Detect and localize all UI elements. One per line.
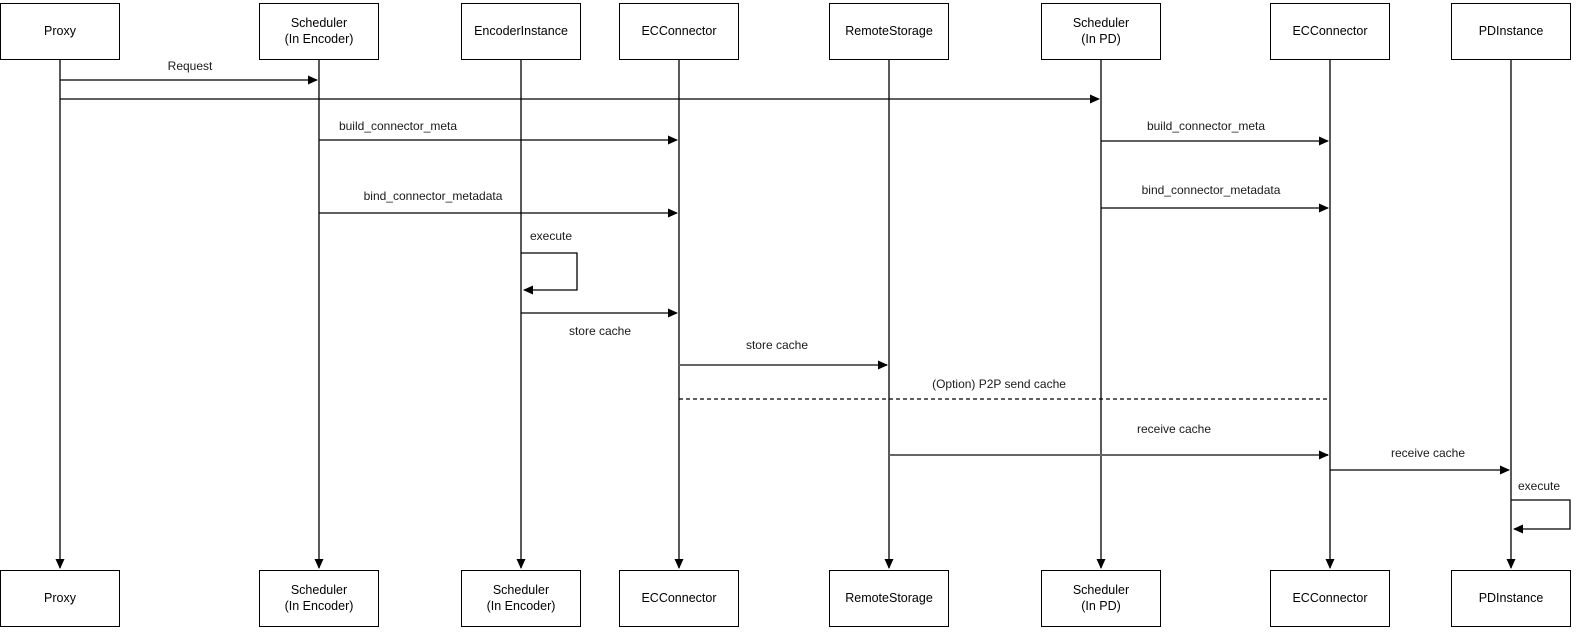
participant-top-ec-connector-2: ECConnector: [1270, 3, 1390, 60]
participant-bottom-scheduler-pd: Scheduler (In PD): [1041, 570, 1161, 627]
participant-bottom-encoder-instance: Scheduler (In Encoder): [461, 570, 581, 627]
participant-top-remote-storage: RemoteStorage: [829, 3, 949, 60]
message-label-receive-cache-2: receive cache: [1390, 446, 1466, 460]
message-label-request: Request: [167, 59, 213, 73]
message-label-store-cache-1: store cache: [568, 324, 632, 338]
participant-bottom-proxy: Proxy: [0, 570, 120, 627]
message-label-build-meta-right: build_connector_meta: [1146, 119, 1266, 133]
participant-top-ec-connector-1: ECConnector: [619, 3, 739, 60]
message-label-build-meta-left: build_connector_meta: [338, 119, 458, 133]
participant-top-pd-instance: PDInstance: [1451, 3, 1571, 60]
participant-top-scheduler-pd: Scheduler (In PD): [1041, 3, 1161, 60]
message-label-execute-pd: execute: [1517, 479, 1561, 493]
participant-bottom-ec-connector-2: ECConnector: [1270, 570, 1390, 627]
message-label-store-cache-2: store cache: [745, 338, 809, 352]
participant-bottom-remote-storage: RemoteStorage: [829, 570, 949, 627]
participant-bottom-ec-connector-1: ECConnector: [619, 570, 739, 627]
message-self-loop-execute-encoder: [521, 252, 578, 295]
participant-top-proxy: Proxy: [0, 3, 120, 60]
message-label-bind-metadata-left: bind_connector_metadata: [363, 189, 503, 203]
message-label-p2p-send-cache: (Option) P2P send cache: [932, 377, 1066, 391]
message-label-receive-cache-1: receive cache: [1136, 422, 1212, 436]
message-label-bind-metadata-right: bind_connector_metadata: [1141, 183, 1281, 197]
participant-bottom-pd-instance: PDInstance: [1451, 570, 1571, 627]
message-label-execute-encoder: execute: [529, 229, 573, 243]
participant-top-scheduler-encoder: Scheduler (In Encoder): [259, 3, 379, 60]
participant-top-encoder-instance: EncoderInstance: [461, 3, 581, 60]
participant-bottom-scheduler-encoder: Scheduler (In Encoder): [259, 570, 379, 627]
message-self-loop-execute-pd: [1511, 499, 1571, 534]
